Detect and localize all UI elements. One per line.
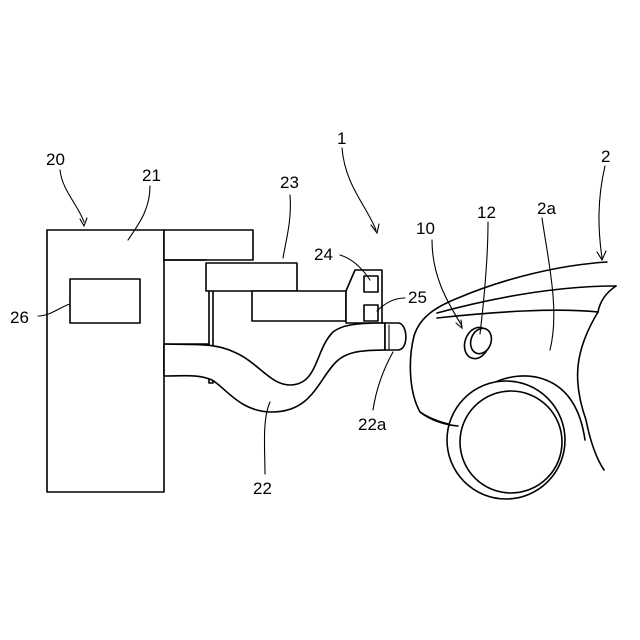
- station-body: [47, 230, 164, 492]
- label-connector: 22a: [358, 415, 387, 434]
- label-charging-station: 20: [46, 150, 65, 169]
- vehicle: [410, 262, 616, 499]
- arm: [206, 263, 346, 321]
- station-display: [70, 279, 140, 323]
- label-vehicle: 2: [601, 147, 610, 166]
- rear-housing: [164, 260, 212, 344]
- cable: [164, 323, 385, 412]
- label-vehicle-system: 1: [337, 129, 346, 148]
- upper-housing: [164, 230, 253, 260]
- label-vehicle-body: 2a: [537, 199, 556, 218]
- label-inlet: 12: [477, 203, 496, 222]
- connector: [385, 323, 406, 350]
- label-arm: 23: [280, 173, 299, 192]
- label-sensor-upper: 24: [314, 245, 333, 264]
- label-display: 26: [10, 308, 29, 327]
- charge-inlet: [460, 324, 495, 362]
- sensor-head: [346, 270, 382, 323]
- label-station-body: 21: [142, 166, 161, 185]
- label-sensor-lower: 25: [408, 288, 427, 307]
- label-cable: 22: [253, 479, 272, 498]
- label-charge-port: 10: [416, 219, 435, 238]
